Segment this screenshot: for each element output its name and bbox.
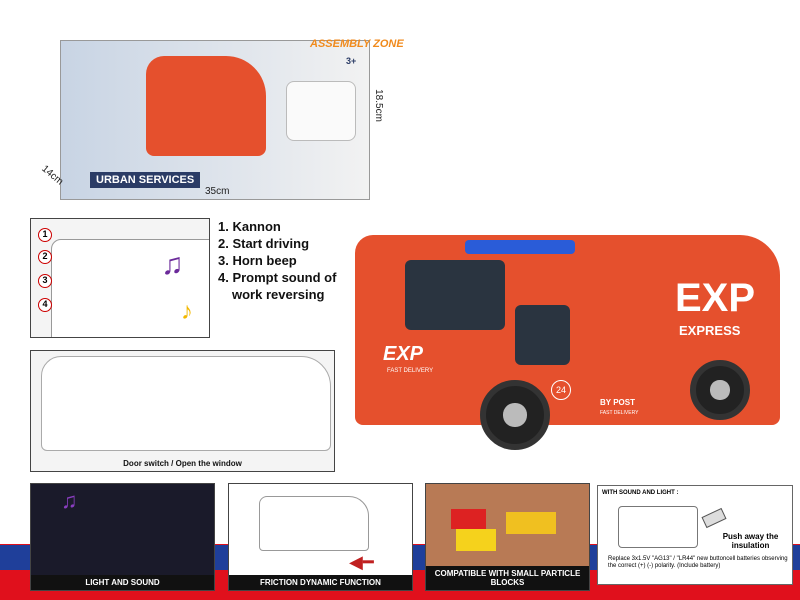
arrow-left-icon: ◀━ bbox=[349, 552, 374, 572]
music-note-icon: ♫ bbox=[61, 488, 78, 513]
feature-item: 4. Prompt sound of bbox=[218, 270, 337, 285]
panel-caption: COMPATIBLE WITH SMALL PARTICLE BLOCKS bbox=[426, 566, 589, 590]
police-van-doors bbox=[41, 356, 331, 451]
rear-wheel bbox=[690, 360, 750, 420]
feature-list: 1. Kannon 2. Start driving 3. Horn beep … bbox=[218, 218, 336, 303]
insulation-tab bbox=[701, 507, 727, 529]
blocks-panel: COMPATIBLE WITH SMALL PARTICLE BLOCKS bbox=[425, 483, 590, 591]
feature-item: 1. Kannon bbox=[218, 219, 281, 234]
battery-panel: WITH SOUND AND LIGHT : Push away the ins… bbox=[597, 485, 793, 585]
callout-2: 2 bbox=[38, 250, 52, 264]
panel-caption: LIGHT AND SOUND bbox=[31, 575, 214, 590]
push-instruction: Push away the insulation bbox=[722, 532, 779, 550]
feature-item: 3. Horn beep bbox=[218, 253, 297, 268]
orange-block bbox=[506, 512, 556, 534]
hood-subtitle: FAST DELIVERY bbox=[387, 368, 434, 374]
feature-item: work reversing bbox=[232, 287, 325, 302]
product-box: 3+ bbox=[60, 40, 370, 200]
music-note-icon: ♪ bbox=[181, 298, 193, 325]
width-dimension: 35cm bbox=[205, 186, 230, 197]
feature-item: 2. Start driving bbox=[218, 236, 310, 251]
panel-caption: FRICTION DYNAMIC FUNCTION bbox=[229, 575, 412, 590]
callout-3: 3 bbox=[38, 274, 52, 288]
callout-1: 1 bbox=[38, 228, 52, 242]
door-panel: Door switch / Open the window bbox=[30, 350, 335, 472]
sound-buttons-panel: ♫ ♪ bbox=[30, 218, 210, 338]
front-wheel bbox=[480, 380, 550, 450]
light-bar bbox=[465, 240, 575, 254]
windshield bbox=[405, 260, 505, 330]
brand-logo: ASSEMBLY ZONE bbox=[310, 38, 404, 50]
callout-4: 4 bbox=[38, 298, 52, 312]
post-subtitle: FAST DELIVERY bbox=[600, 410, 639, 416]
music-note-icon: ♫ bbox=[161, 248, 184, 281]
height-dimension: 18.5cm bbox=[372, 89, 384, 122]
truck-brand: EXPRESS bbox=[679, 323, 741, 338]
side-window bbox=[515, 305, 570, 365]
boxed-van bbox=[146, 56, 266, 156]
main-truck: EXP EXPRESS EXP FAST DELIVERY 24 BY POST… bbox=[345, 215, 785, 455]
post-text: BY POST bbox=[600, 398, 635, 407]
door-caption: Door switch / Open the window bbox=[123, 459, 242, 468]
battery-compartment bbox=[618, 506, 698, 548]
age-label: 3+ bbox=[346, 56, 357, 66]
light-sound-panel: ♫ LIGHT AND SOUND bbox=[30, 483, 215, 591]
hood-logo: EXP bbox=[383, 343, 424, 365]
badge-24: 24 bbox=[551, 380, 571, 400]
red-block bbox=[451, 509, 486, 529]
boxed-police-van bbox=[286, 81, 356, 141]
box-series-title: URBAN SERVICES bbox=[90, 172, 201, 188]
battery-title: WITH SOUND AND LIGHT : bbox=[602, 490, 679, 496]
friction-panel: ◀━ FRICTION DYNAMIC FUNCTION bbox=[228, 483, 413, 591]
battery-note: Replace 3x1.5V "AG13" / "LR44" new butto… bbox=[608, 556, 788, 569]
truck-logo: EXP bbox=[675, 276, 756, 320]
yellow-block bbox=[456, 529, 496, 551]
police-van-closeup bbox=[51, 239, 209, 337]
ambulance-image bbox=[259, 496, 369, 551]
